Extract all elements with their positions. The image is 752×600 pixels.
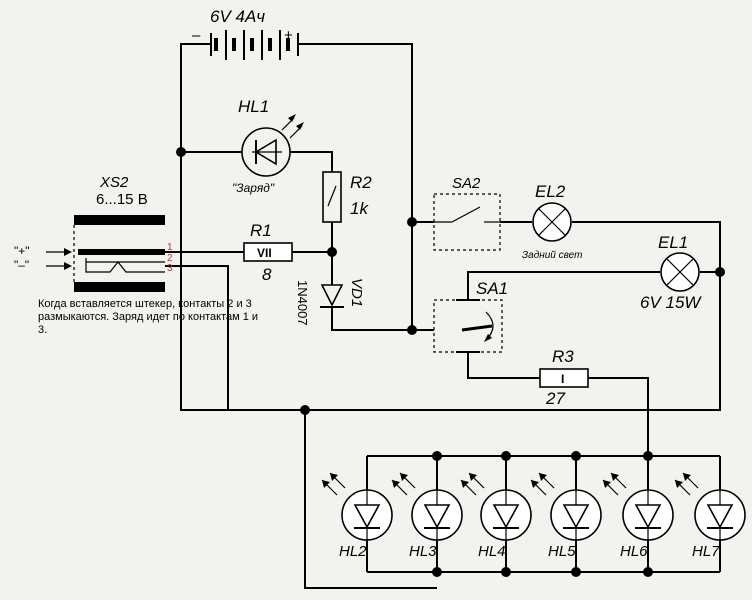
sa2-switch-symbol	[433, 193, 501, 251]
led-label-hl5: HL5	[548, 543, 576, 560]
battery-plus-sign: +	[284, 27, 293, 44]
jack-note: Когда вставляется штекер, контакты 2 и 3…	[38, 298, 259, 336]
led-label-hl3: HL3	[409, 543, 437, 560]
r3-marking: I	[561, 372, 564, 386]
led-label-hl6: HL6	[620, 543, 648, 560]
r1-value: 8	[262, 265, 272, 284]
xs2-jack-symbol	[46, 215, 165, 292]
vd1-part: 1N4007	[295, 280, 310, 326]
led-label-hl7: HL7	[692, 543, 720, 560]
xs2-ref: XS2	[99, 174, 129, 191]
r2-resistor-symbol	[322, 171, 342, 223]
xs2-range: 6...15 В	[96, 191, 148, 208]
el1-lamp-symbol	[660, 252, 700, 292]
hl1-led-symbol	[241, 114, 304, 177]
r2-value: 1k	[350, 199, 369, 218]
xs2-minus-input: "–"	[14, 258, 29, 272]
vd1-ref: VD1	[348, 278, 365, 307]
led-hl6	[602, 456, 674, 572]
el2-ref: EL2	[535, 182, 566, 201]
r3-ref: R3	[552, 347, 574, 366]
hl1-ref: HL1	[238, 97, 269, 116]
r1-resistor-symbol	[243, 242, 293, 262]
xs2-plus-input: "+"	[14, 244, 30, 258]
xs2-pin-2: 2	[167, 253, 173, 264]
vd1-diode-symbol	[320, 284, 344, 308]
led-hl2	[321, 456, 393, 572]
wires	[165, 43, 721, 589]
hl1-caption: "Заряд"	[232, 181, 275, 195]
el1-ref: EL1	[658, 233, 688, 252]
xs2-pin-1: 1	[167, 242, 173, 253]
led-label-hl4: HL4	[478, 543, 506, 560]
battery-minus-sign: –	[192, 27, 201, 44]
r3-value: 27	[545, 389, 565, 408]
led-label-hl2: HL2	[339, 543, 367, 560]
led-bank: HL2 HL3 HL4 HL5 HL6 HL7	[321, 456, 746, 572]
sa1-ref: SA1	[476, 279, 508, 298]
r2-ref: R2	[350, 173, 372, 192]
el2-caption: Задний свет	[522, 250, 582, 261]
led-hl5	[530, 456, 602, 572]
el1-rating: 6V 15W	[640, 293, 702, 312]
battery-symbol	[210, 30, 299, 60]
xs2-pin-3: 3	[167, 263, 173, 274]
el2-lamp-symbol	[532, 202, 572, 242]
led-hl4	[460, 456, 532, 572]
r1-ref: R1	[250, 221, 272, 240]
led-hl3	[391, 456, 463, 572]
sa1-switch-symbol	[433, 299, 503, 353]
r1-marking: VII	[257, 246, 272, 260]
led-hl7	[674, 456, 746, 572]
r3-resistor-symbol	[539, 368, 589, 388]
sa2-ref: SA2	[452, 175, 481, 192]
battery-label: 6V 4Ач	[210, 7, 265, 26]
